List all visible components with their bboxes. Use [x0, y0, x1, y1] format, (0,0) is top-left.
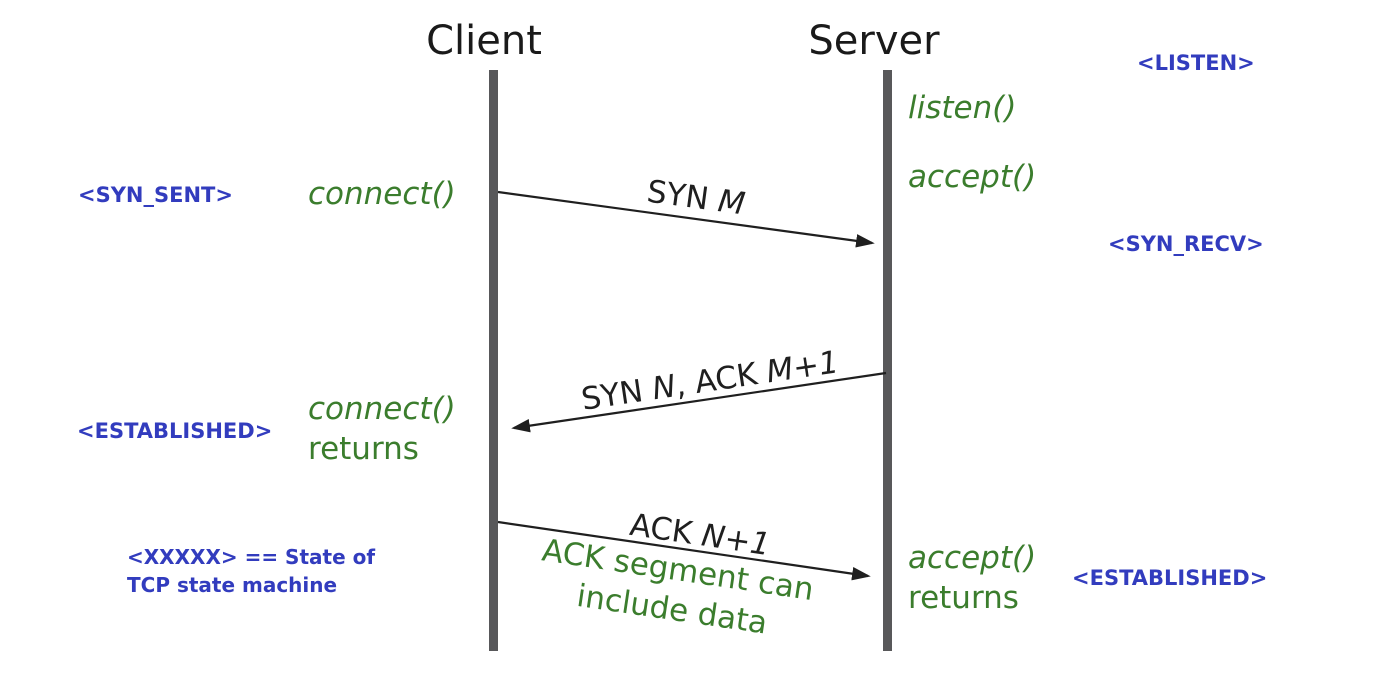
connect-call-label: connect() — [308, 176, 456, 212]
syn-arrow — [497, 190, 875, 248]
state-syn-sent: <SYN_SENT> — [78, 183, 233, 207]
accept-call-label: accept() — [908, 159, 1037, 195]
connect-returns-suffix: returns — [308, 431, 419, 467]
state-established-client: <ESTABLISHED> — [77, 419, 273, 443]
connect-returns-label: connect() returns — [308, 389, 456, 469]
state-listen: <LISTEN> — [1137, 51, 1255, 75]
state-syn-recv: <SYN_RECV> — [1108, 232, 1264, 256]
accept-returns-func: accept() — [908, 540, 1037, 576]
ack-arrow — [497, 520, 871, 581]
client-lifeline — [489, 70, 498, 651]
accept-returns-suffix: returns — [908, 580, 1019, 616]
state-machine-legend-line2: TCP state machine — [127, 573, 338, 597]
client-lifeline-title: Client — [426, 18, 542, 64]
syn-ack-arrow — [511, 371, 887, 433]
state-established-server: <ESTABLISHED> — [1072, 566, 1268, 590]
accept-returns-label: accept() returns — [908, 538, 1036, 618]
state-machine-legend: <XXXXX> == State of TCP state machine — [127, 543, 375, 599]
listen-call-label: listen() — [908, 90, 1017, 126]
connect-returns-func: connect() — [308, 391, 456, 427]
state-machine-legend-line1: <XXXXX> == State of — [127, 545, 376, 569]
server-lifeline — [883, 70, 892, 651]
server-lifeline-title: Server — [808, 18, 940, 64]
syn-message-var: M — [715, 183, 748, 223]
